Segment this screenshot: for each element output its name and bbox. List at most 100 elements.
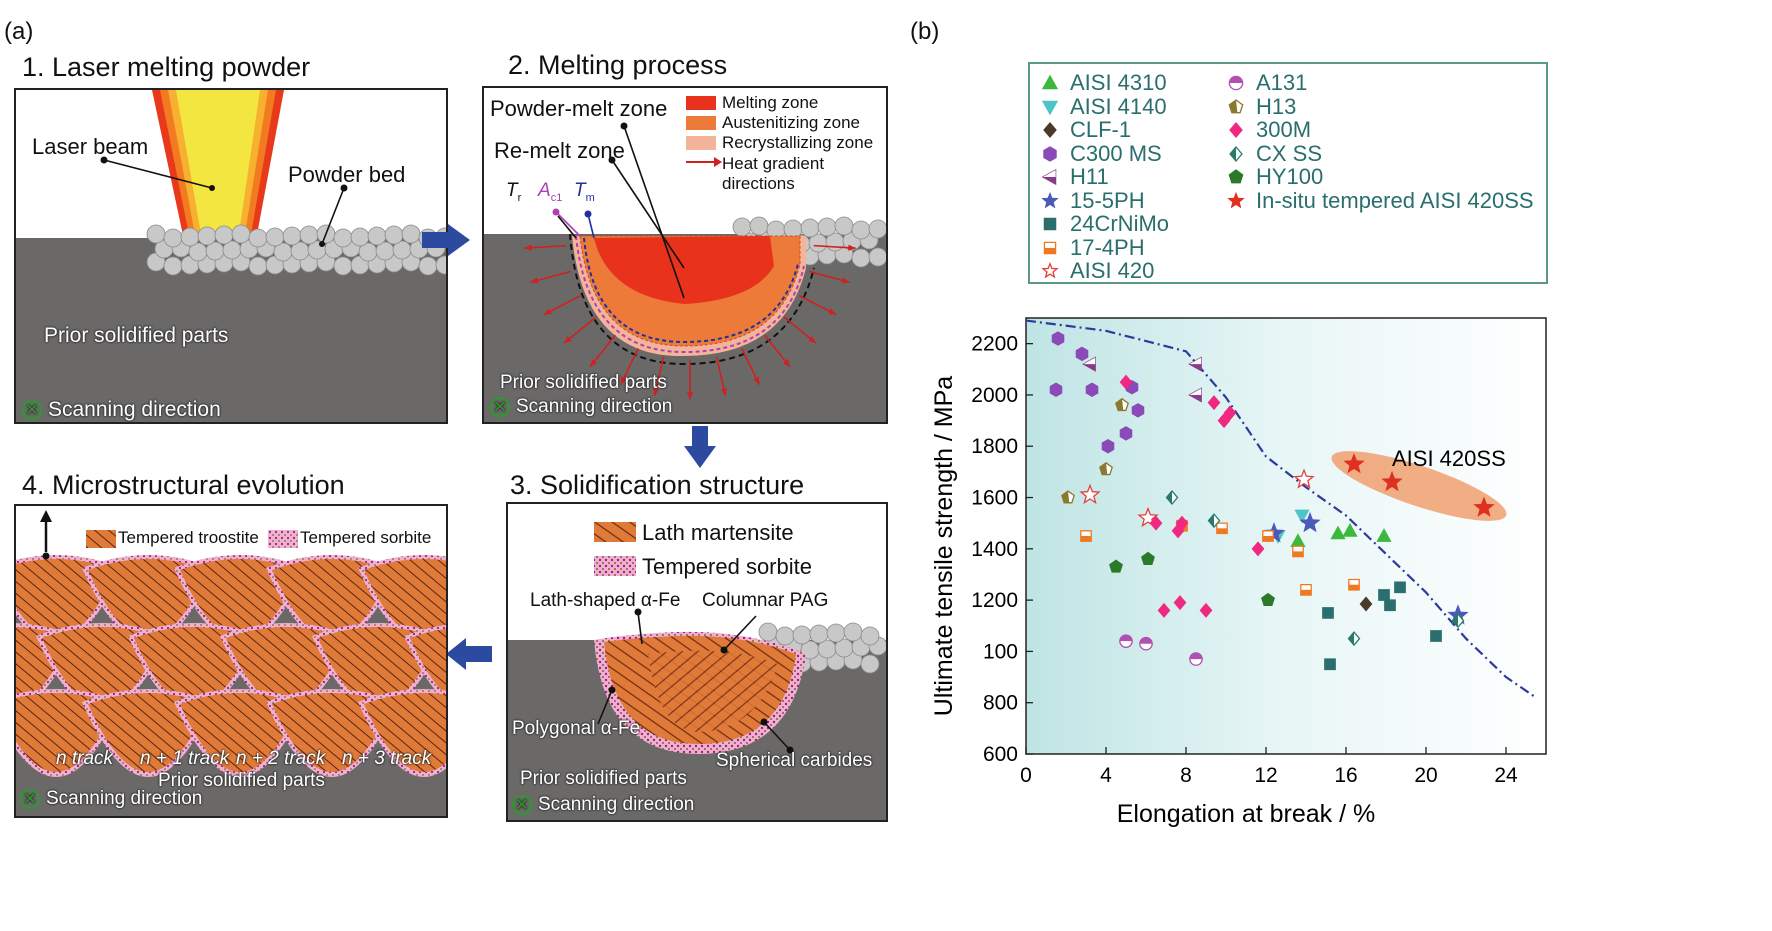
track-troostite bbox=[318, 627, 438, 706]
step1-box: Laser beam Powder bed Prior solidified p… bbox=[14, 88, 448, 424]
legend-marker bbox=[1043, 145, 1057, 162]
data-point bbox=[1293, 468, 1315, 489]
legend-marker bbox=[1043, 217, 1057, 231]
heat-gradient-arrowhead bbox=[653, 387, 660, 396]
ac1-label: Ac1 bbox=[538, 180, 563, 204]
pentagon-half-icon bbox=[1228, 98, 1244, 113]
data-point bbox=[1473, 496, 1495, 517]
legend-marker bbox=[1228, 98, 1244, 113]
legend-marker bbox=[1041, 191, 1059, 208]
data-point bbox=[1294, 509, 1310, 524]
data-point bbox=[1131, 403, 1145, 418]
data-point bbox=[1109, 559, 1123, 573]
data-point bbox=[1376, 528, 1392, 542]
heat-gradient-arrowhead bbox=[841, 277, 850, 284]
powder-particle bbox=[834, 216, 854, 236]
laser-beam-label: Laser beam bbox=[32, 134, 149, 159]
data-point bbox=[1207, 395, 1221, 411]
data-point bbox=[1137, 506, 1159, 528]
powder-particle bbox=[868, 219, 886, 239]
data-point bbox=[1101, 438, 1115, 454]
legend-label: AISI 4140 bbox=[1070, 93, 1167, 119]
legend-heat-gradient-directions: directions bbox=[722, 174, 795, 193]
data-point bbox=[1299, 511, 1321, 533]
track-troostite bbox=[180, 559, 300, 638]
legend-marker bbox=[1043, 241, 1057, 254]
data-point bbox=[1061, 490, 1075, 504]
step4-illustration bbox=[16, 510, 446, 816]
legend-item: 24CrNiMo bbox=[1040, 211, 1169, 237]
triangle-left-icon bbox=[1041, 168, 1057, 186]
track-troostite bbox=[226, 627, 346, 706]
data-point bbox=[1141, 551, 1155, 565]
legend-item: 15-5PH bbox=[1040, 188, 1145, 214]
powder-particle bbox=[817, 217, 837, 237]
powder-particle bbox=[809, 624, 829, 644]
step2-title: 2. Melting process bbox=[508, 50, 728, 80]
y-tick-label: 100 bbox=[983, 640, 1018, 663]
data-point bbox=[1079, 483, 1101, 505]
track-label: n + 3 track bbox=[342, 748, 432, 769]
diamond-icon bbox=[1229, 121, 1243, 139]
legend-melting-zone: Melting zone bbox=[722, 93, 819, 112]
legend-recrystallizing-zone: Recrystallizing zone bbox=[722, 133, 874, 152]
polygonal-fe-label: Polygonal α-Fe bbox=[512, 718, 641, 739]
heat-gradient-arrowhead bbox=[848, 244, 856, 251]
track-troostite bbox=[180, 693, 300, 772]
legend-label: CX SS bbox=[1256, 140, 1323, 166]
y-tick-label: 1600 bbox=[971, 487, 1018, 510]
legend-tempered-sorbite: Tempered sorbite bbox=[300, 528, 432, 547]
legend-lath-martensite: Lath martensite bbox=[642, 520, 794, 545]
step2-box: Powder-melt zone Re-melt zone Tr Ac1 Tm … bbox=[482, 86, 888, 424]
powder-particle bbox=[758, 622, 778, 642]
x-tick-label: 16 bbox=[1334, 764, 1357, 787]
y-tick-label: 600 bbox=[983, 743, 1018, 766]
track-troostite bbox=[364, 693, 446, 772]
legend-marker bbox=[1041, 261, 1059, 279]
legend-item: CX SS bbox=[1226, 141, 1322, 167]
x-tick-label: 24 bbox=[1494, 764, 1518, 787]
columnar-pag-label: Columnar PAG bbox=[702, 590, 829, 611]
data-point bbox=[1217, 413, 1231, 429]
legend-austenitizing-zone: Austenitizing zone bbox=[722, 113, 860, 132]
x-axis-title: Elongation at break / % bbox=[1117, 800, 1376, 828]
legend-marker bbox=[1229, 145, 1243, 162]
data-point bbox=[1381, 470, 1403, 492]
legend-label: 17-4PH bbox=[1070, 234, 1145, 260]
legend-item: 300M bbox=[1226, 117, 1311, 143]
data-point bbox=[1251, 541, 1265, 557]
heat-gradient-arrowhead bbox=[543, 308, 552, 315]
legend-item: In-situ tempered AISI 420SS bbox=[1226, 188, 1534, 214]
data-point bbox=[1330, 525, 1346, 540]
step1-pointers bbox=[100, 156, 348, 247]
data-point bbox=[1343, 452, 1365, 474]
step4-scan: ✕Scanning direction bbox=[20, 788, 202, 810]
diamond-icon bbox=[1043, 121, 1057, 139]
scan-direction-icon: ✕ bbox=[20, 788, 40, 809]
heat-gradient-arrowhead bbox=[808, 336, 816, 344]
data-point bbox=[1348, 578, 1360, 591]
powder-particle bbox=[783, 219, 803, 239]
track-troostite bbox=[88, 559, 208, 638]
step3-scan: ✕Scanning direction bbox=[512, 794, 694, 816]
data-point bbox=[1430, 630, 1442, 642]
legend-marker bbox=[1227, 191, 1245, 208]
powder-particle bbox=[851, 220, 871, 240]
legend-label: HY100 bbox=[1256, 164, 1324, 189]
powder-particle bbox=[860, 626, 880, 646]
legend-marker bbox=[1043, 121, 1057, 139]
heat-gradient-arrowhead bbox=[590, 359, 598, 367]
powder-particle bbox=[843, 622, 863, 642]
data-point bbox=[1188, 387, 1202, 403]
track-troostite bbox=[364, 559, 446, 638]
legend-item: AISI 4310 bbox=[1040, 70, 1167, 96]
legend-label: H11 bbox=[1070, 164, 1109, 189]
data-point bbox=[1189, 652, 1203, 666]
legend-marker bbox=[1228, 169, 1244, 184]
legend-marker bbox=[1228, 75, 1244, 91]
powder-melt-zone-label: Powder-melt zone bbox=[490, 96, 668, 121]
data-point bbox=[1342, 523, 1358, 537]
x-tick-label: 4 bbox=[1100, 764, 1112, 787]
legend-label: CLF-1 bbox=[1070, 117, 1132, 142]
